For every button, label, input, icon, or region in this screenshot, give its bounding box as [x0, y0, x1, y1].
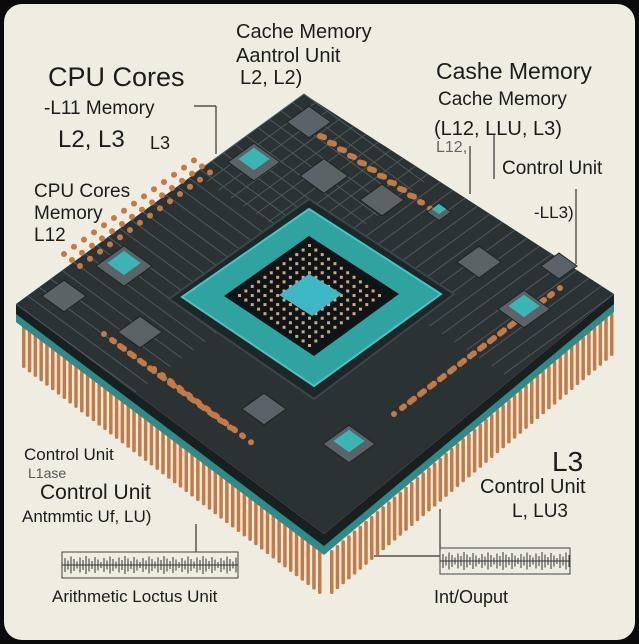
label-cpu-cores-left: CPU Cores — [34, 181, 131, 202]
label-l12-llu-l3: (L12, LLU, L3) — [434, 118, 562, 140]
label-control-unit-top: Aantrol Unit — [236, 45, 341, 67]
pin-row-left — [22, 324, 322, 594]
label-control-unit-br: Control Unit — [480, 476, 586, 498]
label-ll3: -LL3) — [534, 203, 574, 222]
label-l3-big: L3 — [552, 446, 584, 477]
label-l12-right: L12, — [436, 139, 468, 156]
label-l2-l3: L2, L3 — [58, 126, 125, 153]
label-cache-memory-right: Cache Memory — [438, 89, 567, 110]
label-control-unit-bl1: Control Unit — [24, 445, 114, 464]
label-antmmtic: Antmmtic Uf, LU) — [22, 507, 152, 526]
label-int-output: Int/Ouput — [434, 587, 509, 607]
label-l-lu3: L, LU3 — [512, 501, 568, 522]
label-l1ase: L1ase — [28, 465, 67, 481]
label-l11-memory: -L11 Memory — [44, 98, 155, 119]
pin-row-right — [330, 312, 614, 594]
label-control-unit-bl2: Control Unit — [40, 481, 151, 504]
label-l3-small: L3 — [150, 133, 171, 153]
label-memory-left: Memory — [34, 203, 103, 224]
diagram-frame: Cache Memory Aantrol Unit L2, L2) CPU Co… — [4, 4, 635, 640]
board-chips — [41, 105, 578, 464]
cpu-core — [279, 274, 342, 316]
cpu-illustration — [15, 93, 615, 594]
label-arithmetic-unit: Arithmetic Loctus Unit — [52, 587, 218, 606]
label-cashe-memory: Cashe Memory — [436, 58, 592, 84]
label-control-unit-right: Control Unit — [502, 158, 603, 179]
label-l12-left: L12 — [34, 225, 66, 246]
label-cache-memory-top: Cache Memory — [236, 21, 372, 43]
label-cpu-cores-title: CPU Cores — [48, 62, 185, 92]
label-l2-top: L2, L2) — [240, 67, 303, 89]
